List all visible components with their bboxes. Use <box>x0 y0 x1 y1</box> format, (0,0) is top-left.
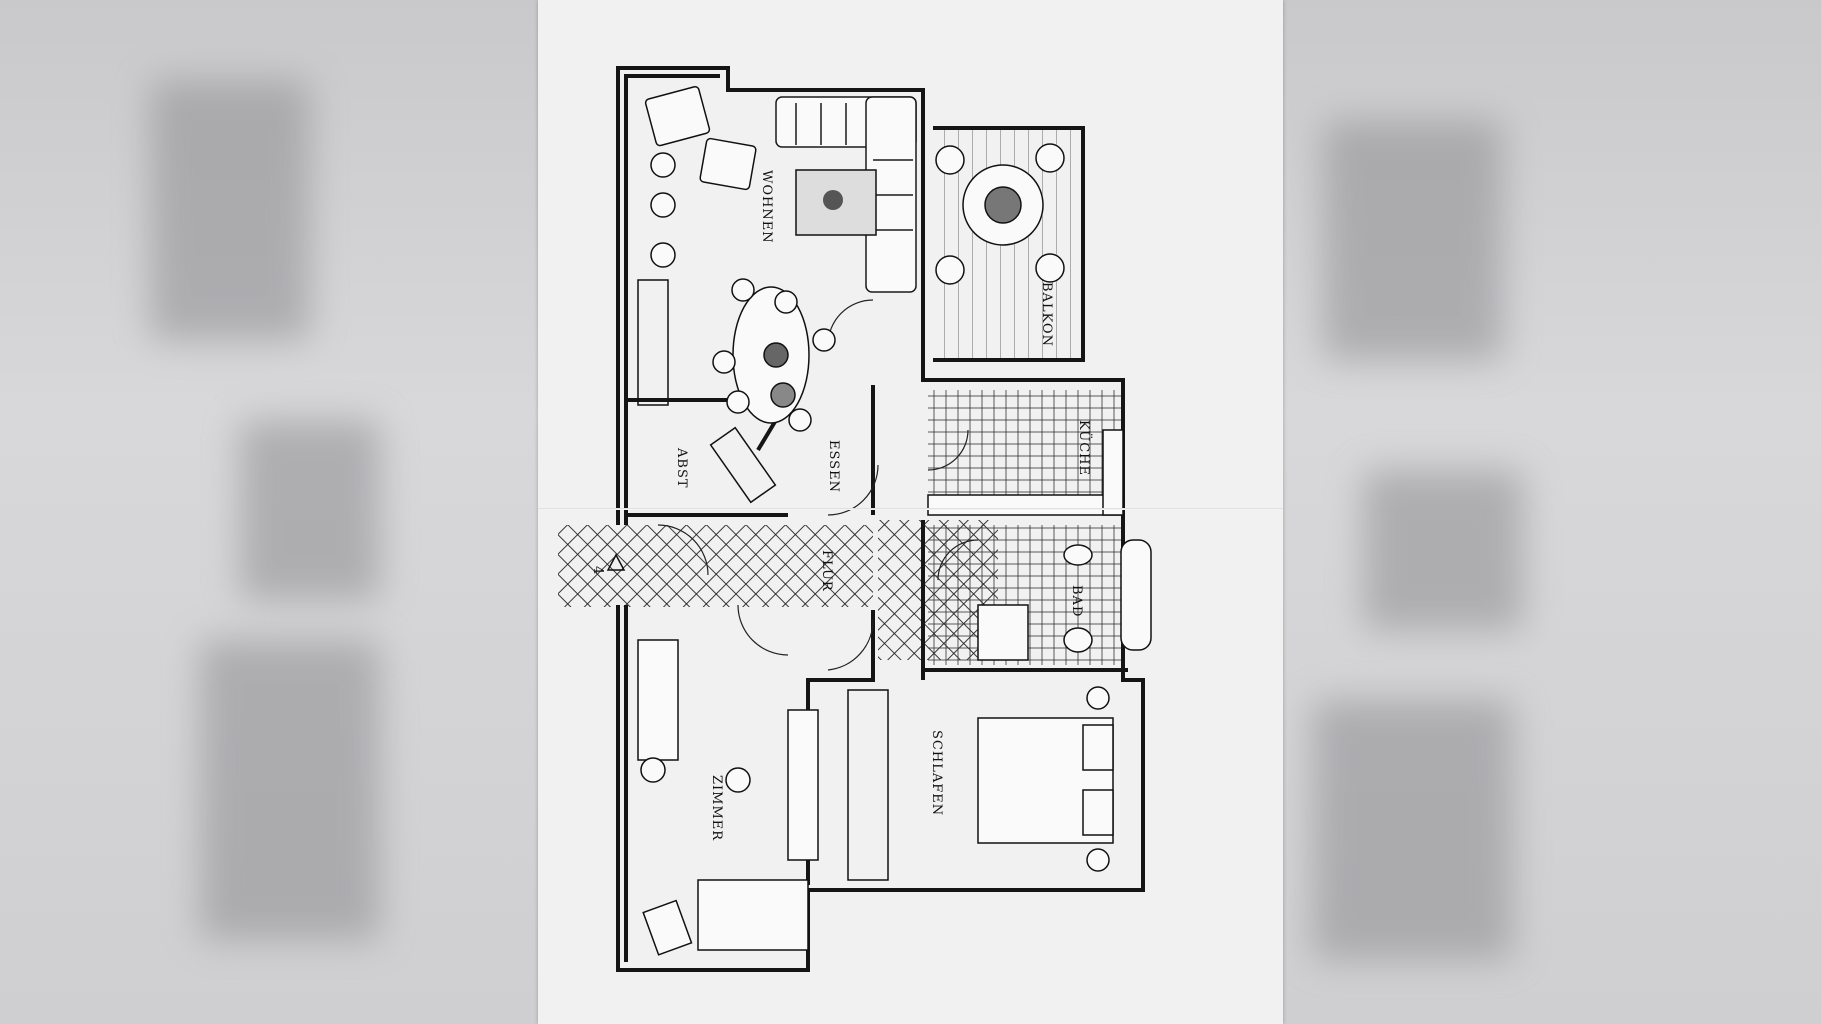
sideboard <box>709 426 777 504</box>
paper-fold <box>538 508 1283 510</box>
label-kueche: KÜCHE <box>1076 420 1093 476</box>
label-wohnen: WOHNEN <box>759 170 774 244</box>
blur-blob <box>200 640 380 940</box>
zimmer-furniture <box>637 639 819 956</box>
balcony-furniture <box>935 143 1065 285</box>
north-arrow-icon <box>606 553 626 571</box>
label-balkon: BALKON <box>1039 282 1054 347</box>
blur-blob <box>1323 120 1503 360</box>
door-arcs <box>657 299 979 671</box>
blur-blob <box>1313 700 1513 960</box>
dining-table <box>712 278 836 432</box>
blur-blob <box>1363 470 1523 630</box>
blurred-left-panel <box>0 0 538 1024</box>
blur-blob <box>240 420 380 600</box>
label-flur: FLUR <box>819 550 834 592</box>
floor-plan-sheet: 4 WOHNEN ESSEN BALKON KÜCHE ABST FLUR BA… <box>538 0 1283 1024</box>
sofa <box>775 96 917 293</box>
blurred-right-panel <box>1283 0 1821 1024</box>
bed <box>977 686 1114 872</box>
kitchen-counter-side <box>1102 429 1124 516</box>
label-schlafen: SCHLAFEN <box>929 730 944 816</box>
label-essen: ESSEN <box>826 440 841 493</box>
bath-fixtures <box>977 539 1152 661</box>
kitchen-counter <box>927 494 1124 516</box>
blur-blob <box>150 80 310 340</box>
label-bad: BAD <box>1069 585 1084 617</box>
north-marker: 4 <box>590 566 605 575</box>
label-abst: ABST <box>674 447 689 489</box>
table-decor <box>823 190 843 210</box>
label-zimmer: ZIMMER <box>709 775 724 841</box>
floor-plan: 4 WOHNEN ESSEN BALKON KÜCHE ABST FLUR BA… <box>558 66 1152 972</box>
window-bench <box>637 279 669 406</box>
armchairs <box>644 85 757 268</box>
wardrobe <box>847 689 889 881</box>
